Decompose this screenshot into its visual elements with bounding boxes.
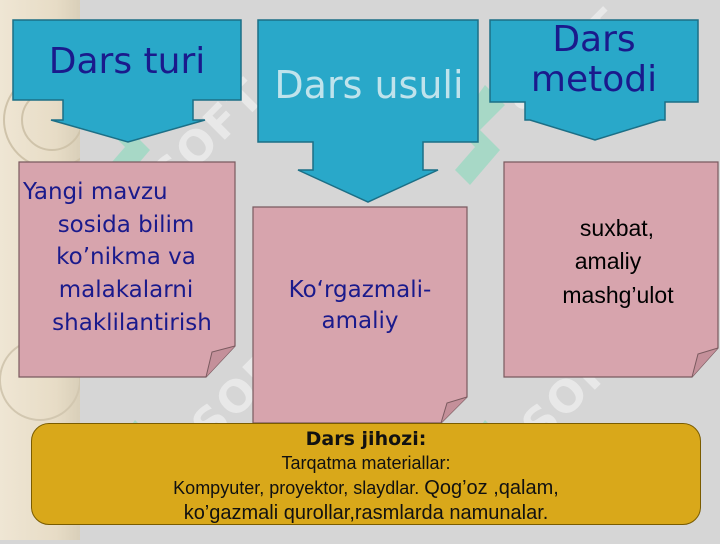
lesson-technique-header: Dars metodi (489, 19, 700, 142)
note-line: amaliy (574, 248, 642, 275)
lesson-equipment-line1: Tarqatma materiallar: (281, 453, 451, 473)
lesson-type-note: Yangi mavzu sosida bilim ko’nikma va mal… (18, 161, 237, 378)
lesson-technique-note-shape (503, 161, 719, 378)
note-line: ko’nikma va (56, 244, 196, 271)
lesson-equipment-line2: Kompyuter, proyektor, slaydlar. Qog’oz ,… (32, 477, 700, 500)
lesson-method-arrow-shape (257, 19, 479, 203)
lesson-technique-title-line1: Dars (552, 19, 636, 60)
lesson-equipment-line2a: Kompyuter, proyektor, slaydlar. (173, 478, 425, 498)
lesson-method-header: Dars usuli (257, 19, 480, 205)
lesson-technique-arrow-shape (489, 19, 699, 141)
lesson-technique-title: Dars metodi (490, 20, 698, 99)
note-line: mashg’ulot (562, 281, 674, 308)
note-line: sosida bilim (57, 211, 195, 238)
lesson-equipment-box: Dars jihozi: Tarqatma materiallar: Kompy… (31, 423, 701, 525)
lesson-method-note-shape (252, 206, 468, 424)
lesson-type-header: Dars turi (12, 19, 243, 145)
lesson-method-title: Dars usuli (274, 63, 464, 107)
lesson-method-note-text: Ko‘rgazmali- amaliy (253, 275, 467, 337)
lesson-technique-note-text: suxbat, amaliy mashg’ulot (504, 212, 720, 312)
lesson-method-note: Ko‘rgazmali- amaliy (252, 206, 469, 425)
lesson-equipment-title: Dars jihozi: (305, 428, 427, 450)
note-line: Yangi mavzu (23, 179, 168, 205)
note-line: shaklilantirish (52, 309, 212, 336)
lesson-type-title: Dars turi (48, 41, 206, 82)
lesson-equipment-line2b: Qog’oz ,qalam, (424, 477, 559, 499)
note-line: malakalarni (58, 276, 194, 303)
lesson-type-arrow-shape (12, 19, 242, 143)
note-line: amaliy (321, 308, 399, 335)
lesson-type-note-shape (18, 161, 236, 378)
lesson-technique-note: suxbat, amaliy mashg’ulot (503, 161, 720, 378)
lesson-type-note-text: Yangi mavzu sosida bilim ko’nikma va mal… (19, 176, 233, 339)
lesson-technique-title-line2: metodi (530, 58, 658, 100)
note-line: Ko‘rgazmali- (288, 277, 432, 303)
lesson-equipment-line3: ko’gazmali qurollar,rasmlarda namunalar. (183, 502, 549, 524)
note-line: suxbat, (579, 215, 655, 241)
